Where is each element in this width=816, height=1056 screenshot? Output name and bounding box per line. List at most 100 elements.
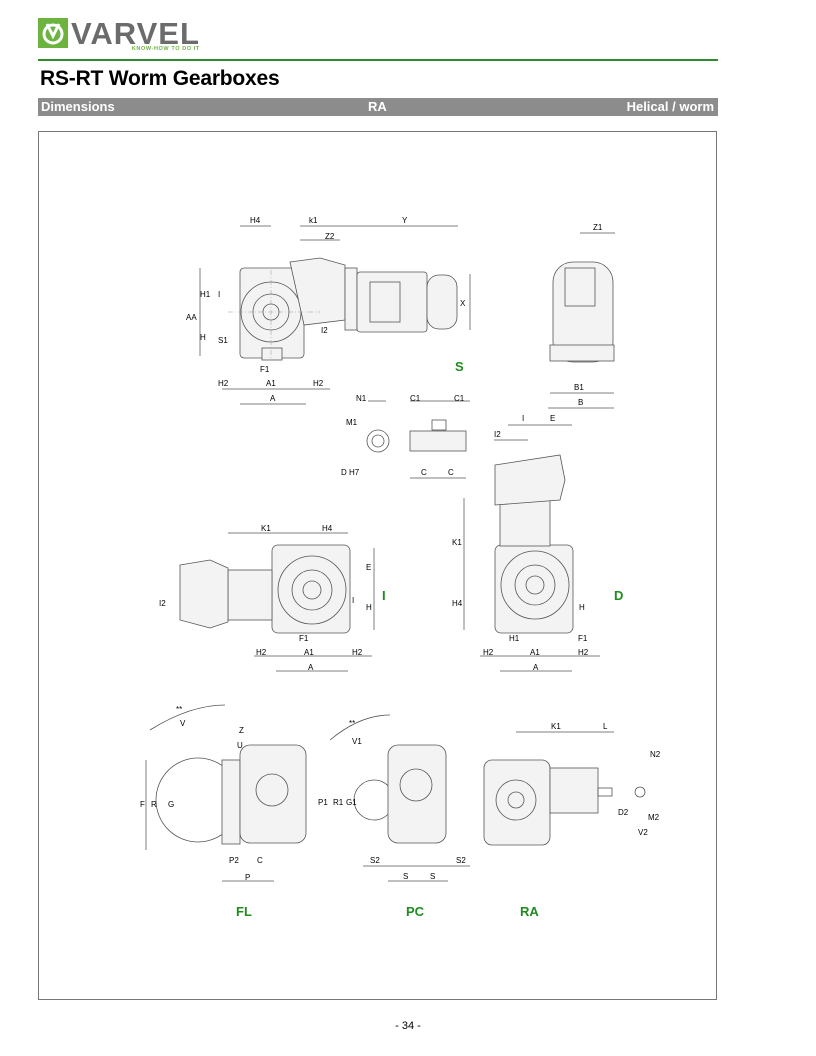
- view-pc-drawing: [329, 714, 470, 882]
- view-ra-drawing: [483, 731, 646, 846]
- dim-label: S2: [370, 856, 380, 865]
- dim-label: S: [430, 872, 435, 881]
- dim-label: I: [218, 290, 220, 299]
- dim-label: E: [366, 563, 371, 572]
- dim-label: H2: [256, 648, 267, 657]
- gear-logo-icon: [38, 18, 68, 48]
- dim-label: I2: [321, 326, 328, 335]
- dim-label: C: [257, 856, 263, 865]
- view-label-d: D: [614, 588, 623, 603]
- dim-label: D H7: [341, 468, 360, 477]
- view-d-drawing: [463, 424, 600, 672]
- dim-label: H1: [200, 290, 211, 299]
- dim-label: I2: [494, 430, 501, 439]
- dim-label: A1: [304, 648, 314, 657]
- dim-label: AA: [186, 313, 197, 322]
- dim-label: H2: [483, 648, 494, 657]
- view-fl-drawing: [145, 704, 307, 882]
- dim-label: G: [168, 800, 174, 809]
- dim-label: C: [448, 468, 454, 477]
- dim-label: K1: [261, 524, 271, 533]
- dim-label: P1: [318, 798, 328, 807]
- dim-label: H2: [218, 379, 229, 388]
- dim-label: Y: [402, 216, 408, 225]
- dim-label: Z: [239, 726, 244, 735]
- dim-label: H4: [322, 524, 333, 533]
- header-rule: [38, 59, 718, 61]
- brand-logo: VARVEL KNOW-HOW TO DO IT: [38, 18, 200, 52]
- dim-label: A1: [266, 379, 276, 388]
- dim-label: C1: [410, 394, 421, 403]
- view-label-fl: FL: [236, 904, 252, 919]
- dim-label: N1: [356, 394, 367, 403]
- view-label-i: I: [382, 588, 386, 603]
- dim-label: Z2: [325, 232, 335, 241]
- dim-label: M2: [648, 813, 660, 822]
- dim-label: A: [533, 663, 539, 672]
- dim-label: I: [352, 596, 354, 605]
- brand-name: VARVEL: [71, 16, 200, 51]
- dim-label: H4: [250, 216, 261, 225]
- dim-label: A: [270, 394, 276, 403]
- view-i-drawing: [179, 532, 375, 672]
- dim-label: Z1: [593, 223, 603, 232]
- dim-label: E: [550, 414, 555, 423]
- dim-label: C1: [454, 394, 465, 403]
- dim-label: R1: [333, 798, 344, 807]
- view-label-s: S: [455, 359, 464, 374]
- dim-label: G1: [346, 798, 357, 807]
- section-bar: Dimensions RA Helical / worm: [38, 98, 718, 116]
- dim-label: A: [308, 663, 314, 672]
- dim-label: H: [579, 603, 585, 612]
- dim-label: P: [245, 873, 250, 882]
- dim-label: V2: [638, 828, 648, 837]
- dim-label: F1: [260, 365, 270, 374]
- dim-label: V: [180, 719, 186, 728]
- dim-label: K1: [452, 538, 462, 547]
- bar-center-label: RA: [368, 99, 387, 114]
- view-label-pc: PC: [406, 904, 425, 919]
- dim-label: F1: [578, 634, 588, 643]
- dim-label: H4: [452, 599, 463, 608]
- view-s-end-drawing: [548, 232, 615, 409]
- dim-label: P2: [229, 856, 239, 865]
- dim-label: **: [176, 705, 182, 714]
- hollow-shaft-detail: [366, 400, 470, 479]
- dim-label: S: [403, 872, 408, 881]
- dim-label: S1: [218, 336, 228, 345]
- dim-label: L: [603, 722, 608, 731]
- view-s-side-drawing: [199, 225, 471, 405]
- dim-label: X: [460, 299, 466, 308]
- dim-label: C: [421, 468, 427, 477]
- brand-tagline: KNOW-HOW TO DO IT: [131, 46, 200, 52]
- dim-label: H1: [509, 634, 520, 643]
- dim-label: H2: [313, 379, 324, 388]
- dim-label: H: [366, 603, 372, 612]
- dim-label: F: [140, 800, 145, 809]
- view-label-ra: RA: [520, 904, 539, 919]
- dim-label: H2: [578, 648, 589, 657]
- page-number: - 34 -: [395, 1020, 421, 1032]
- dim-label: K1: [551, 722, 561, 731]
- dim-label: I2: [159, 599, 166, 608]
- dim-label: U: [237, 741, 243, 750]
- dim-label: M1: [346, 418, 358, 427]
- dim-label: I: [522, 414, 524, 423]
- dim-label: S2: [456, 856, 466, 865]
- dim-label: A1: [530, 648, 540, 657]
- drawing-frame: [38, 131, 717, 1000]
- dim-label: B1: [574, 383, 584, 392]
- dim-label: B: [578, 398, 583, 407]
- dim-label: H: [200, 333, 206, 342]
- bar-left-label: Dimensions: [41, 99, 115, 114]
- dim-label: R: [151, 800, 157, 809]
- dimension-labels: H4 k1 Y Z2 Z1 AA H1 I H S1 I2 X F1 H2 A1…: [140, 216, 661, 919]
- page-title: RS-RT Worm Gearboxes: [40, 67, 280, 90]
- dim-label: H2: [352, 648, 363, 657]
- dim-label: F1: [299, 634, 309, 643]
- dim-label: N2: [650, 750, 661, 759]
- dim-label: V1: [352, 737, 362, 746]
- dim-label: D2: [618, 808, 629, 817]
- dim-label: k1: [309, 216, 318, 225]
